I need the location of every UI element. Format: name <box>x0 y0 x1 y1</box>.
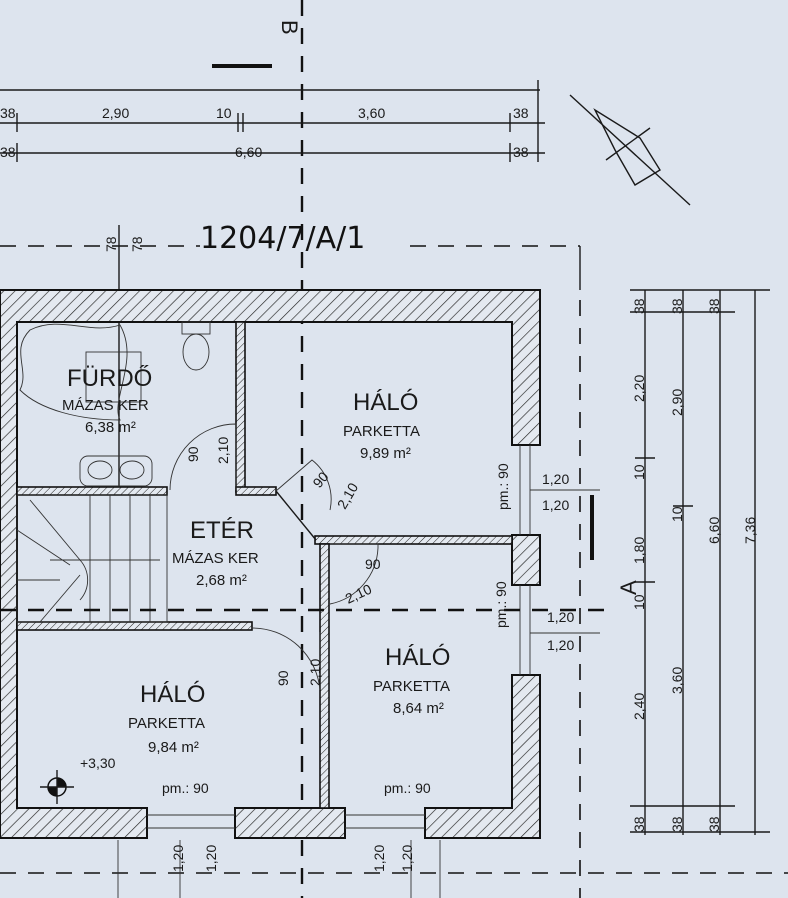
section-label-b: B <box>277 20 302 35</box>
dim-right: 2,40 <box>631 693 647 720</box>
window-dim: 1,20 <box>399 845 415 872</box>
dim-top-10: 10 <box>216 105 232 121</box>
window-dim: 1,20 <box>371 845 387 872</box>
right-dimensions: 38 2,20 10 1,80 10 2,40 38 38 2,90 10 3,… <box>630 289 770 835</box>
door-width: 90 <box>275 670 291 686</box>
dim-right: 10 <box>669 506 685 522</box>
window-dim: 1,20 <box>547 637 574 653</box>
staircase <box>16 494 168 623</box>
window-dims-right: 1,20 1,20 1,20 1,20 <box>530 471 600 653</box>
dim-right: 38 <box>631 816 647 832</box>
dim-right: 7,36 <box>742 517 758 544</box>
level-mark: +3,30 <box>80 755 116 771</box>
dim-right: 2,90 <box>669 389 685 416</box>
door-bedroom-2: 90 2,10 <box>251 627 323 691</box>
room-name: HÁLÓ <box>140 681 205 708</box>
room-name: FÜRDŐ <box>67 365 152 392</box>
room-name: HÁLÓ <box>385 644 450 671</box>
window-dim: 1,20 <box>542 471 569 487</box>
sill-height-bedroom-3-side: pm.: 90 <box>493 581 509 628</box>
room-floor: PARKETTA <box>128 715 205 732</box>
dim-top-38-left: 38 <box>0 105 16 121</box>
dim-top-360: 3,60 <box>358 105 385 121</box>
room-halo-3: HÁLÓ PARKETTA 8,64 m² <box>373 644 450 717</box>
door-width: 90 <box>185 446 201 462</box>
door-height: 2,10 <box>307 659 323 686</box>
dim-right: 10 <box>631 594 647 610</box>
north-arrow-icon <box>569 94 691 206</box>
wall-mark-right: 78 <box>129 236 145 252</box>
door-width: 90 <box>309 468 331 490</box>
door-height: 2,10 <box>334 480 362 512</box>
dim-right: 10 <box>631 464 647 480</box>
door-height: 2,10 <box>215 437 231 464</box>
dim-top-38-right: 38 <box>513 105 529 121</box>
dim-top2-38-right: 38 <box>513 144 529 160</box>
wall-mark-left: 78 <box>103 236 119 252</box>
door-width: 90 <box>365 556 381 572</box>
wall-mark: 78 78 <box>0 225 581 490</box>
window-dim: 1,20 <box>203 845 219 872</box>
section-line-b: B <box>212 0 304 898</box>
sill-height-bedroom-3: pm.: 90 <box>384 780 431 796</box>
room-name: HÁLÓ <box>353 389 418 416</box>
room-floor: PARKETTA <box>373 678 450 695</box>
room-eter: ETÉR MÁZAS KER 2,68 m² <box>172 517 259 589</box>
toilet-icon <box>181 321 211 371</box>
dim-right: 38 <box>706 816 722 832</box>
window-dim: 1,20 <box>542 497 569 513</box>
dim-top2-38-left: 38 <box>0 144 16 160</box>
dim-right: 1,80 <box>631 537 647 564</box>
parcel-code: 1204/7/A/1 <box>200 221 365 256</box>
door-height: 2,10 <box>343 581 375 607</box>
dim-right: 38 <box>706 298 722 314</box>
sill-height-bedroom-2: pm.: 90 <box>162 780 209 796</box>
dim-right: 6,60 <box>706 517 722 544</box>
section-label-a: A <box>616 580 641 595</box>
exterior-walls <box>0 289 541 839</box>
room-area: 9,89 m² <box>360 445 411 462</box>
room-name: ETÉR <box>190 517 254 544</box>
room-floor: MÁZAS KER <box>62 397 149 414</box>
window-dim: 1,20 <box>170 845 186 872</box>
room-area: 8,64 m² <box>393 700 444 717</box>
interior-walls <box>16 321 513 809</box>
dim-right: 38 <box>669 816 685 832</box>
window-dim: 1,20 <box>547 609 574 625</box>
sill-height-bedroom-1: pm.: 90 <box>495 463 511 510</box>
room-halo-1: HÁLÓ PARKETTA 9,89 m² <box>343 389 420 462</box>
dim-top-290: 2,90 <box>102 105 129 121</box>
level-marker-icon <box>40 770 74 804</box>
room-furdo: FÜRDŐ MÁZAS KER 6,38 m² <box>62 365 152 436</box>
dim-right: 3,60 <box>669 667 685 694</box>
dim-right: 2,20 <box>631 375 647 402</box>
room-floor: MÁZAS KER <box>172 550 259 567</box>
double-sink-icon <box>79 455 153 487</box>
dim-right: 38 <box>631 298 647 314</box>
door-bathroom: 90 2,10 <box>169 423 237 491</box>
room-area: 2,68 m² <box>196 572 247 589</box>
room-area: 9,84 m² <box>148 739 199 756</box>
room-halo-2: HÁLÓ PARKETTA 9,84 m² <box>128 681 205 756</box>
dim-right: 38 <box>669 298 685 314</box>
section-line-a: A <box>0 300 788 898</box>
top-dimensions: 38 2,90 10 3,60 38 38 6,60 38 <box>0 80 545 162</box>
door-bedroom-3: 90 2,10 <box>329 543 381 607</box>
dim-top2-660: 6,60 <box>235 144 262 160</box>
room-floor: PARKETTA <box>343 423 420 440</box>
bathtub-icon <box>19 323 142 421</box>
door-bedroom-1: 90 2,10 <box>275 459 362 512</box>
window-dims-bottom: 1,20 1,20 1,20 1,20 <box>117 840 441 898</box>
room-area: 6,38 m² <box>85 419 136 436</box>
